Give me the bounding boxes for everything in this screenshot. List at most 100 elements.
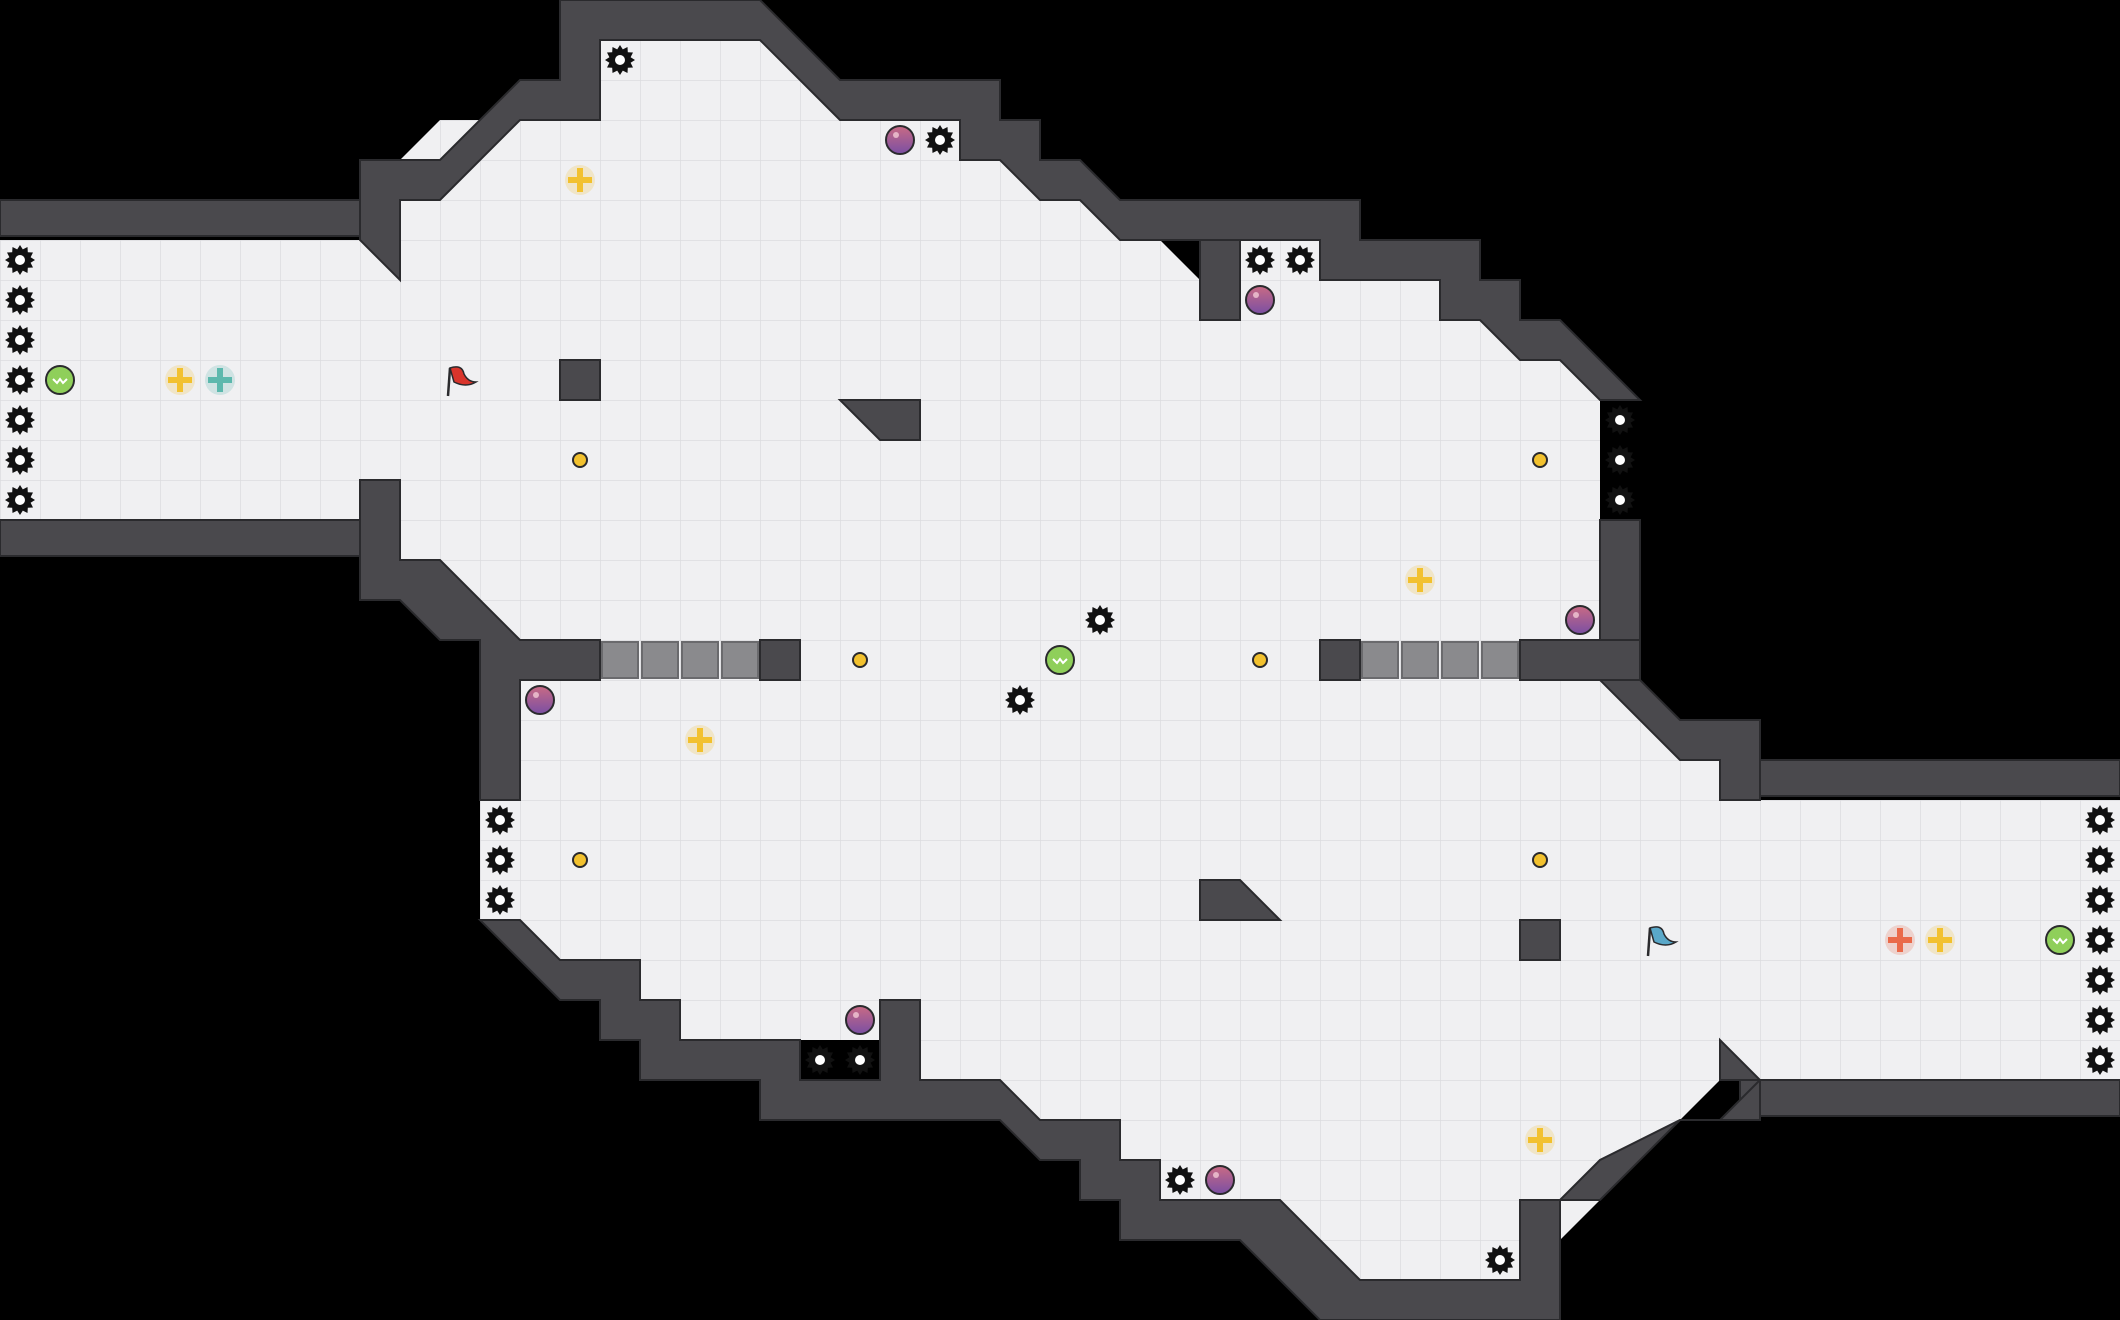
boost-pad-icon bbox=[572, 852, 588, 868]
gate-tile bbox=[1361, 641, 1399, 679]
bomb-shine bbox=[1213, 1172, 1219, 1178]
powerup-hbar bbox=[1888, 937, 1912, 943]
spike-icon bbox=[1165, 1165, 1195, 1195]
spike-icon bbox=[1245, 245, 1275, 275]
bomb-icon bbox=[525, 685, 555, 715]
powerup-hbar bbox=[168, 377, 192, 383]
wall-left-bottom bbox=[0, 519, 381, 557]
bomb-shine bbox=[893, 132, 899, 138]
spike-center bbox=[2095, 815, 2105, 825]
wall-right-top bbox=[1739, 759, 2120, 797]
spike-center bbox=[15, 415, 25, 425]
boost-pad-body bbox=[1532, 852, 1548, 868]
blue-flag-icon bbox=[1646, 926, 1679, 957]
spike-center bbox=[1295, 255, 1305, 265]
booster-chevron bbox=[2052, 937, 2068, 945]
spike-icon bbox=[1605, 445, 1635, 475]
boost-pad-body bbox=[852, 652, 868, 668]
wall-mid-right-post bbox=[1319, 639, 1361, 681]
flag-pole bbox=[446, 367, 452, 397]
red-flag-icon bbox=[446, 366, 479, 397]
wall-left-step bbox=[359, 479, 601, 801]
spike-icon bbox=[5, 365, 35, 395]
spike-icon bbox=[5, 405, 35, 435]
boost-pad-body bbox=[1252, 652, 1268, 668]
spike-icon bbox=[605, 45, 635, 75]
bomb-body bbox=[845, 1005, 875, 1035]
spike-icon bbox=[2085, 925, 2115, 955]
spike-icon bbox=[805, 1045, 835, 1075]
spike-center bbox=[495, 895, 505, 905]
boost-pad-icon bbox=[852, 652, 868, 668]
boost-pad-body bbox=[572, 852, 588, 868]
flag-cloth bbox=[449, 366, 479, 386]
bomb-shine bbox=[1573, 612, 1579, 618]
spike-center bbox=[495, 855, 505, 865]
spike-center bbox=[855, 1055, 865, 1065]
bomb-icon bbox=[1205, 1165, 1235, 1195]
plus-powerup-icon bbox=[1525, 1125, 1555, 1155]
gate-tile bbox=[601, 641, 639, 679]
spike-center bbox=[495, 815, 505, 825]
wall-wedge-bottom bbox=[1199, 879, 1283, 921]
spike-icon bbox=[1285, 245, 1315, 275]
spike-icon bbox=[2085, 1045, 2115, 1075]
spike-icon bbox=[1605, 485, 1635, 515]
gate-tile bbox=[1481, 641, 1519, 679]
bomb-shine bbox=[533, 692, 539, 698]
spike-icon bbox=[5, 325, 35, 355]
wall-block-right bbox=[1519, 919, 1561, 961]
spike-center bbox=[15, 255, 25, 265]
bomb-body bbox=[525, 685, 555, 715]
boost-pad-icon bbox=[1532, 452, 1548, 468]
spike-icon bbox=[2085, 1005, 2115, 1035]
boost-pad-icon bbox=[572, 452, 588, 468]
spike-center bbox=[2095, 935, 2105, 945]
spike-center bbox=[1615, 495, 1625, 505]
powerup-hbar bbox=[1408, 577, 1432, 583]
spike-center bbox=[2095, 1015, 2105, 1025]
spike-center bbox=[1495, 1255, 1505, 1265]
spike-icon bbox=[2085, 965, 2115, 995]
speed-booster-icon bbox=[2045, 925, 2075, 955]
spike-icon bbox=[925, 125, 955, 155]
spike-center bbox=[1615, 455, 1625, 465]
spike-center bbox=[15, 455, 25, 465]
bomb-body bbox=[1245, 285, 1275, 315]
plus-powerup-icon bbox=[165, 365, 195, 395]
spike-center bbox=[2095, 1055, 2105, 1065]
wall-mid-left-post bbox=[759, 639, 801, 681]
bomb-shine bbox=[1253, 292, 1259, 298]
gate-tile bbox=[681, 641, 719, 679]
boost-pad-body bbox=[1532, 452, 1548, 468]
bomb-icon bbox=[1245, 285, 1275, 315]
spike-icon bbox=[485, 805, 515, 835]
boost-pad-body bbox=[572, 452, 588, 468]
spike-icon bbox=[2085, 805, 2115, 835]
speed-booster-icon bbox=[1045, 645, 1075, 675]
plus-powerup-icon bbox=[1405, 565, 1435, 595]
wall-right-bottom bbox=[1739, 1079, 2120, 1117]
wall-upper bbox=[359, 0, 1643, 401]
wall-right-upper bbox=[1599, 519, 1641, 641]
spike-center bbox=[935, 135, 945, 145]
spike-center bbox=[1615, 415, 1625, 425]
powerup-hbar bbox=[208, 377, 232, 383]
spike-center bbox=[1255, 255, 1265, 265]
bomb-body bbox=[885, 125, 915, 155]
plus-powerup-icon bbox=[205, 365, 235, 395]
spike-icon bbox=[5, 285, 35, 315]
wall-notch-top bbox=[1199, 239, 1241, 321]
plus-powerup-icon bbox=[1925, 925, 1955, 955]
gate-tile bbox=[641, 641, 679, 679]
spike-icon bbox=[845, 1045, 875, 1075]
powerup-hbar bbox=[568, 177, 592, 183]
powerup-hbar bbox=[1928, 937, 1952, 943]
gate-tile bbox=[1441, 641, 1479, 679]
wall-lower bbox=[477, 919, 1762, 1320]
spike-icon bbox=[485, 845, 515, 875]
spike-icon bbox=[2085, 885, 2115, 915]
flag-pole bbox=[1646, 927, 1652, 957]
